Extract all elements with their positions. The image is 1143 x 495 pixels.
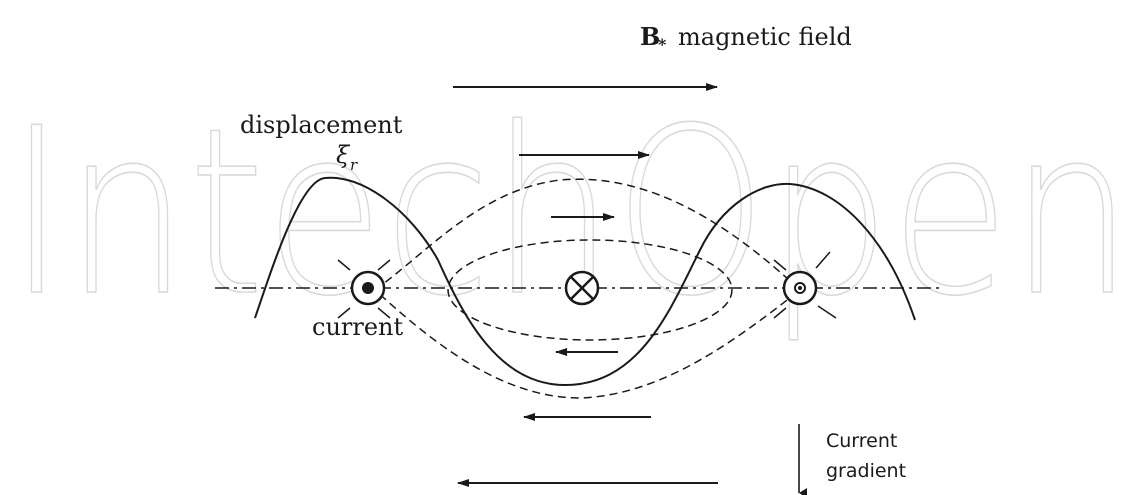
displacement-label: displacement [240, 111, 403, 139]
gradient-label-line2: gradient [826, 460, 906, 482]
left-x-point-rays [337, 259, 391, 319]
separatrix-outer [373, 178, 802, 399]
displacement-curve [254, 176, 916, 387]
field-symbol: B [640, 22, 660, 51]
magnetic-island-inner [447, 239, 733, 341]
current-in-marker-center [564, 270, 600, 306]
field-label: magnetic field [678, 23, 852, 51]
current-out-marker-left [350, 270, 386, 306]
displacement-symbol: ξ [336, 141, 351, 169]
watermark-text: IntechOpen [8, 80, 1133, 347]
displacement-subscript: r [350, 156, 358, 174]
field-symbol-subscript: * [658, 35, 667, 54]
right-x-point-rays [773, 251, 837, 319]
current-label: current [312, 313, 404, 341]
gradient-label-line1: Current [826, 430, 897, 452]
current-out-marker-right [782, 270, 818, 306]
